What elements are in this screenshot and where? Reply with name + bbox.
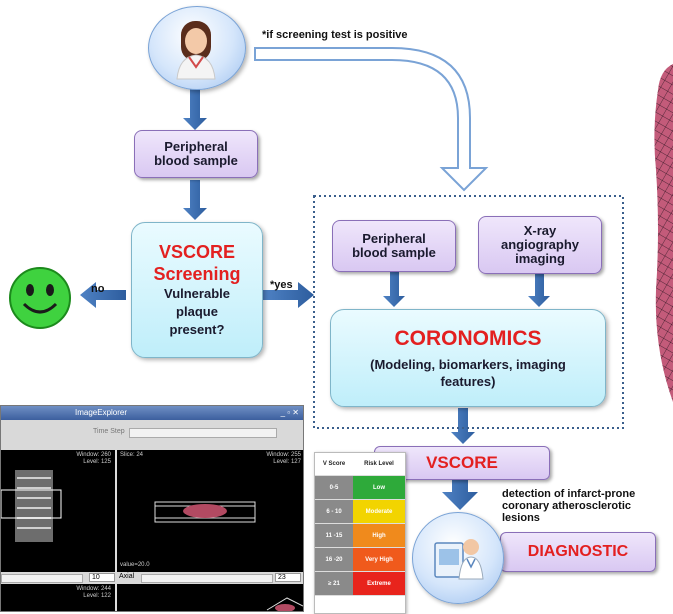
pane2-value: value=20.0: [120, 562, 150, 568]
blood-sample-2-line2: blood sample: [352, 245, 436, 260]
viewer-pane-3d[interactable]: [117, 584, 303, 611]
header-vscore: V Score: [322, 461, 346, 467]
arrow-right-yes: [263, 282, 314, 308]
risk-table-header: V Score Risk Level: [315, 453, 405, 476]
viewer-pane-sagittal[interactable]: Window: 260 Level: 125: [1, 450, 115, 572]
blood-sample-box-1: Peripheral blood sample: [134, 130, 258, 178]
vscore-screening-title1: VSCORE: [158, 242, 236, 262]
vessel-slice-image: [154, 501, 256, 523]
viewer-pane-coronal[interactable]: Window: 244 Level: 122: [1, 584, 115, 611]
doctor-circle: [412, 512, 504, 604]
blood-sample-1-line1: Peripheral: [164, 139, 228, 154]
pane1-level: Level: 125: [83, 459, 111, 465]
detection-line1: detection of infarct-prone: [502, 488, 636, 500]
risk-level-cell: High: [353, 524, 405, 547]
patient-icon: [176, 21, 216, 80]
viewer-toolbar: Time Step: [1, 420, 303, 450]
arrow-down-3: [383, 272, 405, 307]
diagnostic-title: DIAGNOSTIC: [527, 543, 629, 560]
arrow-down-2: [183, 180, 207, 220]
viewer-titlebar: ImageExplorer _ ▫ ✕: [1, 406, 303, 420]
arrow-down-6: [442, 478, 478, 510]
positive-path-arrow: [254, 47, 489, 192]
arrow-down-4: [528, 272, 550, 307]
risk-level-cell: Very High: [353, 548, 405, 571]
pane2-slice: Slice: 24: [120, 452, 144, 458]
arrow-down-1: [183, 87, 207, 130]
positive-note: *if screening test is positive: [262, 29, 408, 41]
slice-value-2[interactable]: 23: [275, 573, 301, 582]
risk-level-cell: Moderate: [353, 500, 405, 523]
vscore-screening-box: VSCORE Screening Vulnerable plaque prese…: [131, 222, 263, 358]
vscore-title: VSCORE: [426, 453, 498, 472]
view-axial[interactable]: Axial: [119, 573, 135, 580]
xray-line3: imaging: [515, 251, 565, 266]
blood-sample-2-line1: Peripheral: [362, 231, 426, 246]
xray-line2: angiography: [500, 237, 579, 252]
time-step-slider[interactable]: [129, 428, 277, 438]
coronomics-frame: [313, 195, 624, 429]
header-risk-level: Risk Level: [364, 461, 394, 467]
image-explorer-window: ImageExplorer _ ▫ ✕ Time Step Window: 26…: [0, 405, 304, 612]
viewer-control-strip: 10 Axial 23: [1, 572, 303, 584]
smiley-face-icon: [9, 267, 71, 329]
pane2-level: Level: 127: [273, 459, 301, 465]
patient-circle: [148, 6, 246, 90]
heart-mesh-image: [654, 64, 673, 402]
diagnostic-box: DIAGNOSTIC: [500, 532, 656, 572]
slice-value-1[interactable]: 10: [89, 573, 115, 582]
risk-level-cell: Low: [353, 476, 405, 499]
risk-score-cell: 6 - 10: [315, 500, 353, 523]
vscore-screening-q3: present?: [169, 322, 225, 337]
coronomics-line2: features): [440, 374, 496, 389]
blood-sample-1-line2: blood sample: [154, 153, 238, 168]
window-buttons-icon[interactable]: _ ▫ ✕: [280, 408, 299, 417]
time-step-label: Time Step: [93, 428, 125, 435]
doctor-icon: [434, 539, 484, 580]
pane3-level: Level: 122: [83, 593, 111, 599]
risk-level-cell: Extreme: [353, 572, 405, 595]
slice-slider-1[interactable]: [1, 574, 83, 583]
volume-render-image: [266, 597, 303, 611]
yes-label: *yes: [270, 279, 293, 291]
xray-box: X-ray angiography imaging: [478, 216, 602, 274]
risk-score-cell: 11 -15: [315, 524, 353, 547]
vscore-screening-q2: plaque: [176, 304, 218, 319]
slice-slider-2[interactable]: [141, 574, 273, 583]
viewer-title: ImageExplorer: [75, 408, 128, 417]
pane2-window: Window: 255: [266, 452, 301, 458]
coronomics-title: CORONOMICS: [394, 327, 542, 350]
coronomics-line1: (Modeling, biomarkers, imaging: [370, 357, 566, 372]
risk-score-cell: ≥ 21: [315, 572, 353, 595]
coronomics-box: CORONOMICS (Modeling, biomarkers, imagin…: [330, 309, 606, 407]
arrow-down-5: [451, 408, 475, 444]
arrow-left-no: [80, 282, 126, 308]
detection-line3: lesions: [502, 512, 540, 524]
xray-line1: X-ray: [523, 223, 557, 238]
spine-image: [1, 470, 62, 542]
vscore-screening-q1: Vulnerable: [164, 286, 230, 301]
blood-sample-box-2: Peripheral blood sample: [332, 220, 456, 272]
pane3-window: Window: 244: [76, 586, 111, 592]
vscore-screening-title2: Screening: [153, 264, 241, 284]
no-label: no: [91, 283, 105, 295]
risk-score-cell: 16 -20: [315, 548, 353, 571]
viewer-pane-axial[interactable]: Slice: 24 Window: 255 Level: 127 value=2…: [117, 450, 303, 572]
risk-score-cell: 0-5: [315, 476, 353, 499]
pane1-window: Window: 260: [76, 452, 111, 458]
detection-line2: coronary atherosclerotic: [502, 500, 631, 512]
